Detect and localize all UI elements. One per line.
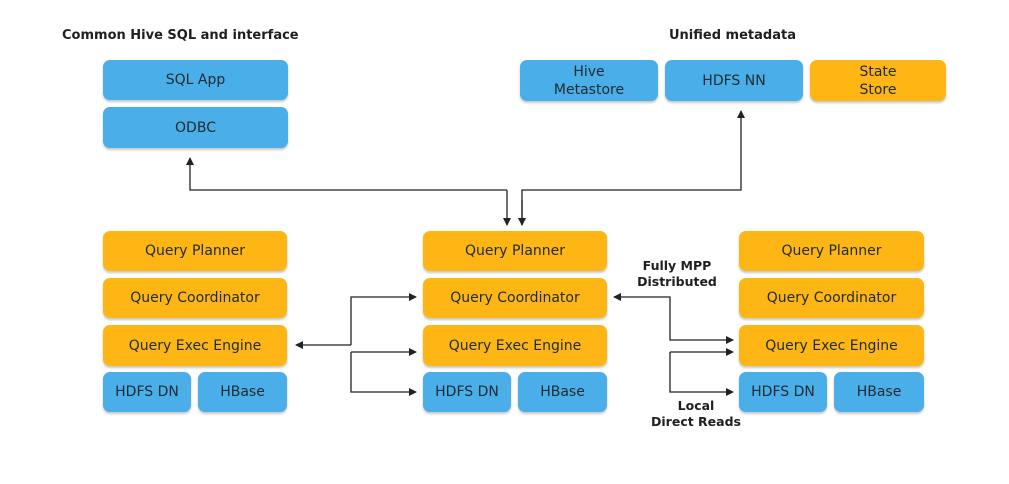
node1-hdfs-dn: HDFS DN bbox=[103, 372, 191, 412]
node1-query-coordinator: Query Coordinator bbox=[103, 278, 287, 318]
node3-hbase: HBase bbox=[834, 372, 924, 412]
node2-query-coordinator: Query Coordinator bbox=[423, 278, 607, 318]
local-direct-reads-label: Local Direct Reads bbox=[651, 398, 741, 429]
state-store-box: State Store bbox=[810, 60, 946, 101]
arrow-node2-to-odbc bbox=[186, 157, 507, 191]
arrow-to-node2-hdfs-dn bbox=[350, 352, 417, 396]
heading-common-hive-sql: Common Hive SQL and interface bbox=[62, 28, 299, 43]
odbc-box: ODBC bbox=[103, 107, 288, 148]
node3-query-exec-engine: Query Exec Engine bbox=[739, 325, 924, 366]
node1-query-planner: Query Planner bbox=[103, 231, 287, 271]
arrow-to-node3-exec bbox=[669, 318, 734, 344]
node1-query-exec-engine: Query Exec Engine bbox=[103, 325, 287, 366]
node3-query-planner: Query Planner bbox=[739, 231, 924, 271]
node2-hdfs-dn: HDFS DN bbox=[423, 372, 511, 412]
node2-hbase: HBase bbox=[518, 372, 607, 412]
sql-app-box: SQL App bbox=[103, 60, 288, 100]
node3-hdfs-dn: HDFS DN bbox=[739, 372, 827, 412]
arrow-to-node2-coord bbox=[613, 293, 671, 318]
node1-hbase: HBase bbox=[198, 372, 287, 412]
fully-mpp-distributed-label: Fully MPP Distributed bbox=[637, 258, 717, 289]
arrow-node1-exec-to-node2-coord bbox=[350, 293, 417, 345]
heading-unified-metadata: Unified metadata bbox=[669, 28, 796, 43]
node2-query-exec-engine: Query Exec Engine bbox=[423, 325, 607, 366]
node3-query-coordinator: Query Coordinator bbox=[739, 278, 924, 318]
hdfs-nn-box: HDFS NN bbox=[665, 60, 803, 101]
hive-metastore-box: Hive Metastore bbox=[520, 60, 658, 101]
arrow-node2-to-hdfs-nn bbox=[521, 110, 745, 225]
node2-query-planner: Query Planner bbox=[423, 231, 607, 271]
arrow-to-node3-hdfs-dn bbox=[669, 352, 734, 396]
